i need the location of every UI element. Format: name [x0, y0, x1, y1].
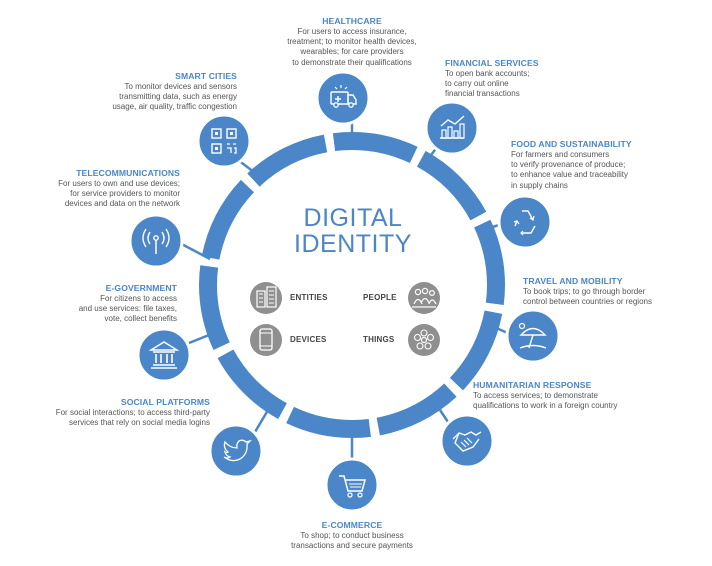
sector-line: To access services; to demonstrate — [473, 391, 598, 400]
egov-icon-group — [136, 327, 192, 383]
sector-line: For users to own and use devices; — [58, 179, 180, 188]
sector-title: FINANCIAL SERVICES — [445, 58, 539, 68]
sector-title: E-GOVERNMENT — [105, 283, 177, 293]
sector-line: control between countries or regions — [523, 297, 652, 307]
sector-line: To monitor devices and sensors — [124, 82, 238, 91]
sector-line: For citizens to access — [100, 294, 177, 303]
sector-line: financial transactions — [445, 89, 520, 99]
sector-line: To open bank accounts; — [445, 69, 530, 78]
center-title-line1: DIGITAL — [303, 204, 403, 232]
ecommerce-icon-group — [324, 457, 380, 513]
sector-line: transactions and secure payments — [291, 541, 413, 551]
sector-title: HEALTHCARE — [322, 16, 382, 26]
sector-telecom: TELECOMMUNICATIONS For users to own and … — [18, 168, 180, 210]
sector-line: For farmers and consumers — [511, 150, 610, 159]
sector-title: SMART CITIES — [175, 71, 237, 81]
sector-line: and use services: file taxes, — [78, 304, 177, 314]
sector-line: To book trips; to go through border — [523, 287, 646, 296]
travel-icon-group — [505, 308, 561, 364]
social-icon-group — [208, 423, 264, 479]
center-title: DIGITAL IDENTITY — [248, 205, 458, 257]
category-label-people: PEOPLE — [363, 293, 397, 302]
center-title-line2: IDENTITY — [294, 230, 412, 258]
things-icon-group — [408, 324, 440, 356]
sector-line: qualifications to work in a foreign coun… — [473, 401, 618, 411]
sector-title: SOCIAL PLATFORMS — [120, 397, 210, 407]
identity-ring — [199, 132, 505, 438]
sector-line: vote, collect benefits — [104, 314, 177, 324]
people-icon-group — [408, 282, 440, 314]
category-label-things: THINGS — [363, 335, 395, 344]
sector-travel: TRAVEL AND MOBILITY To book trips; to go… — [523, 276, 708, 307]
sector-line: to verify provenance of produce; — [511, 160, 626, 170]
sector-egov: E-GOVERNMENT For citizens to access and … — [40, 283, 177, 325]
sector-title: TELECOMMUNICATIONS — [76, 168, 180, 178]
sector-line: devices and data on the network — [64, 199, 180, 209]
sector-line: For users to access insurance, — [297, 27, 407, 36]
sector-line: treatment; to monitor health devices, — [287, 37, 417, 47]
sector-line: To shop; to conduct business — [300, 531, 404, 540]
telecom-icon-group — [128, 213, 184, 269]
category-label-entities: ENTITIES — [290, 293, 328, 302]
sector-line: to carry out online — [445, 79, 509, 89]
sector-line: usage, air quality, traffic congestion — [112, 102, 237, 112]
sector-title: TRAVEL AND MOBILITY — [523, 276, 623, 286]
sector-food: FOOD AND SUSTAINABILITY For farmers and … — [511, 139, 701, 191]
connector-food — [482, 223, 500, 232]
smartcities-icon-group — [196, 113, 252, 169]
sector-title: HUMANITARIAN RESPONSE — [473, 380, 592, 390]
sector-line: to demonstrate their qualifications — [292, 57, 412, 67]
connector-egov — [188, 331, 215, 345]
sector-line: transmitting data, such as energy — [119, 92, 237, 102]
sector-line: in supply chains — [511, 180, 568, 190]
sector-line: For social interactions; to access third… — [55, 408, 210, 417]
healthcare-icon-group — [315, 70, 371, 126]
category-label-devices: DEVICES — [290, 335, 327, 344]
entities-icon-group — [250, 282, 282, 314]
humanitarian-icon-group — [439, 413, 495, 469]
sector-healthcare: HEALTHCARE For users to access insurance… — [252, 16, 452, 68]
connector-social — [253, 404, 273, 433]
financial-icon-group — [424, 100, 480, 156]
sector-ecommerce: E-COMMERCE To shop; to conduct business … — [262, 520, 442, 551]
sector-line: wearables; for care providers — [300, 47, 404, 57]
connector-smartcities — [237, 159, 263, 179]
sector-financial: FINANCIAL SERVICES To open bank accounts… — [445, 58, 595, 100]
sector-line: to enhance value and traceability — [511, 170, 628, 180]
sector-title: E-COMMERCE — [321, 520, 383, 530]
sector-humanitarian: HUMANITARIAN RESPONSE To access services… — [473, 380, 673, 411]
sector-line: for service providers to monitor — [70, 189, 180, 199]
sector-line: services that rely on social media login… — [69, 418, 210, 428]
sector-smartcities: SMART CITIES To monitor devices and sens… — [70, 71, 237, 113]
sector-social: SOCIAL PLATFORMS For social interactions… — [14, 397, 210, 428]
sector-title: FOOD AND SUSTAINABILITY — [511, 139, 632, 149]
food-icon-group — [497, 194, 553, 250]
devices-icon-group — [250, 324, 282, 356]
